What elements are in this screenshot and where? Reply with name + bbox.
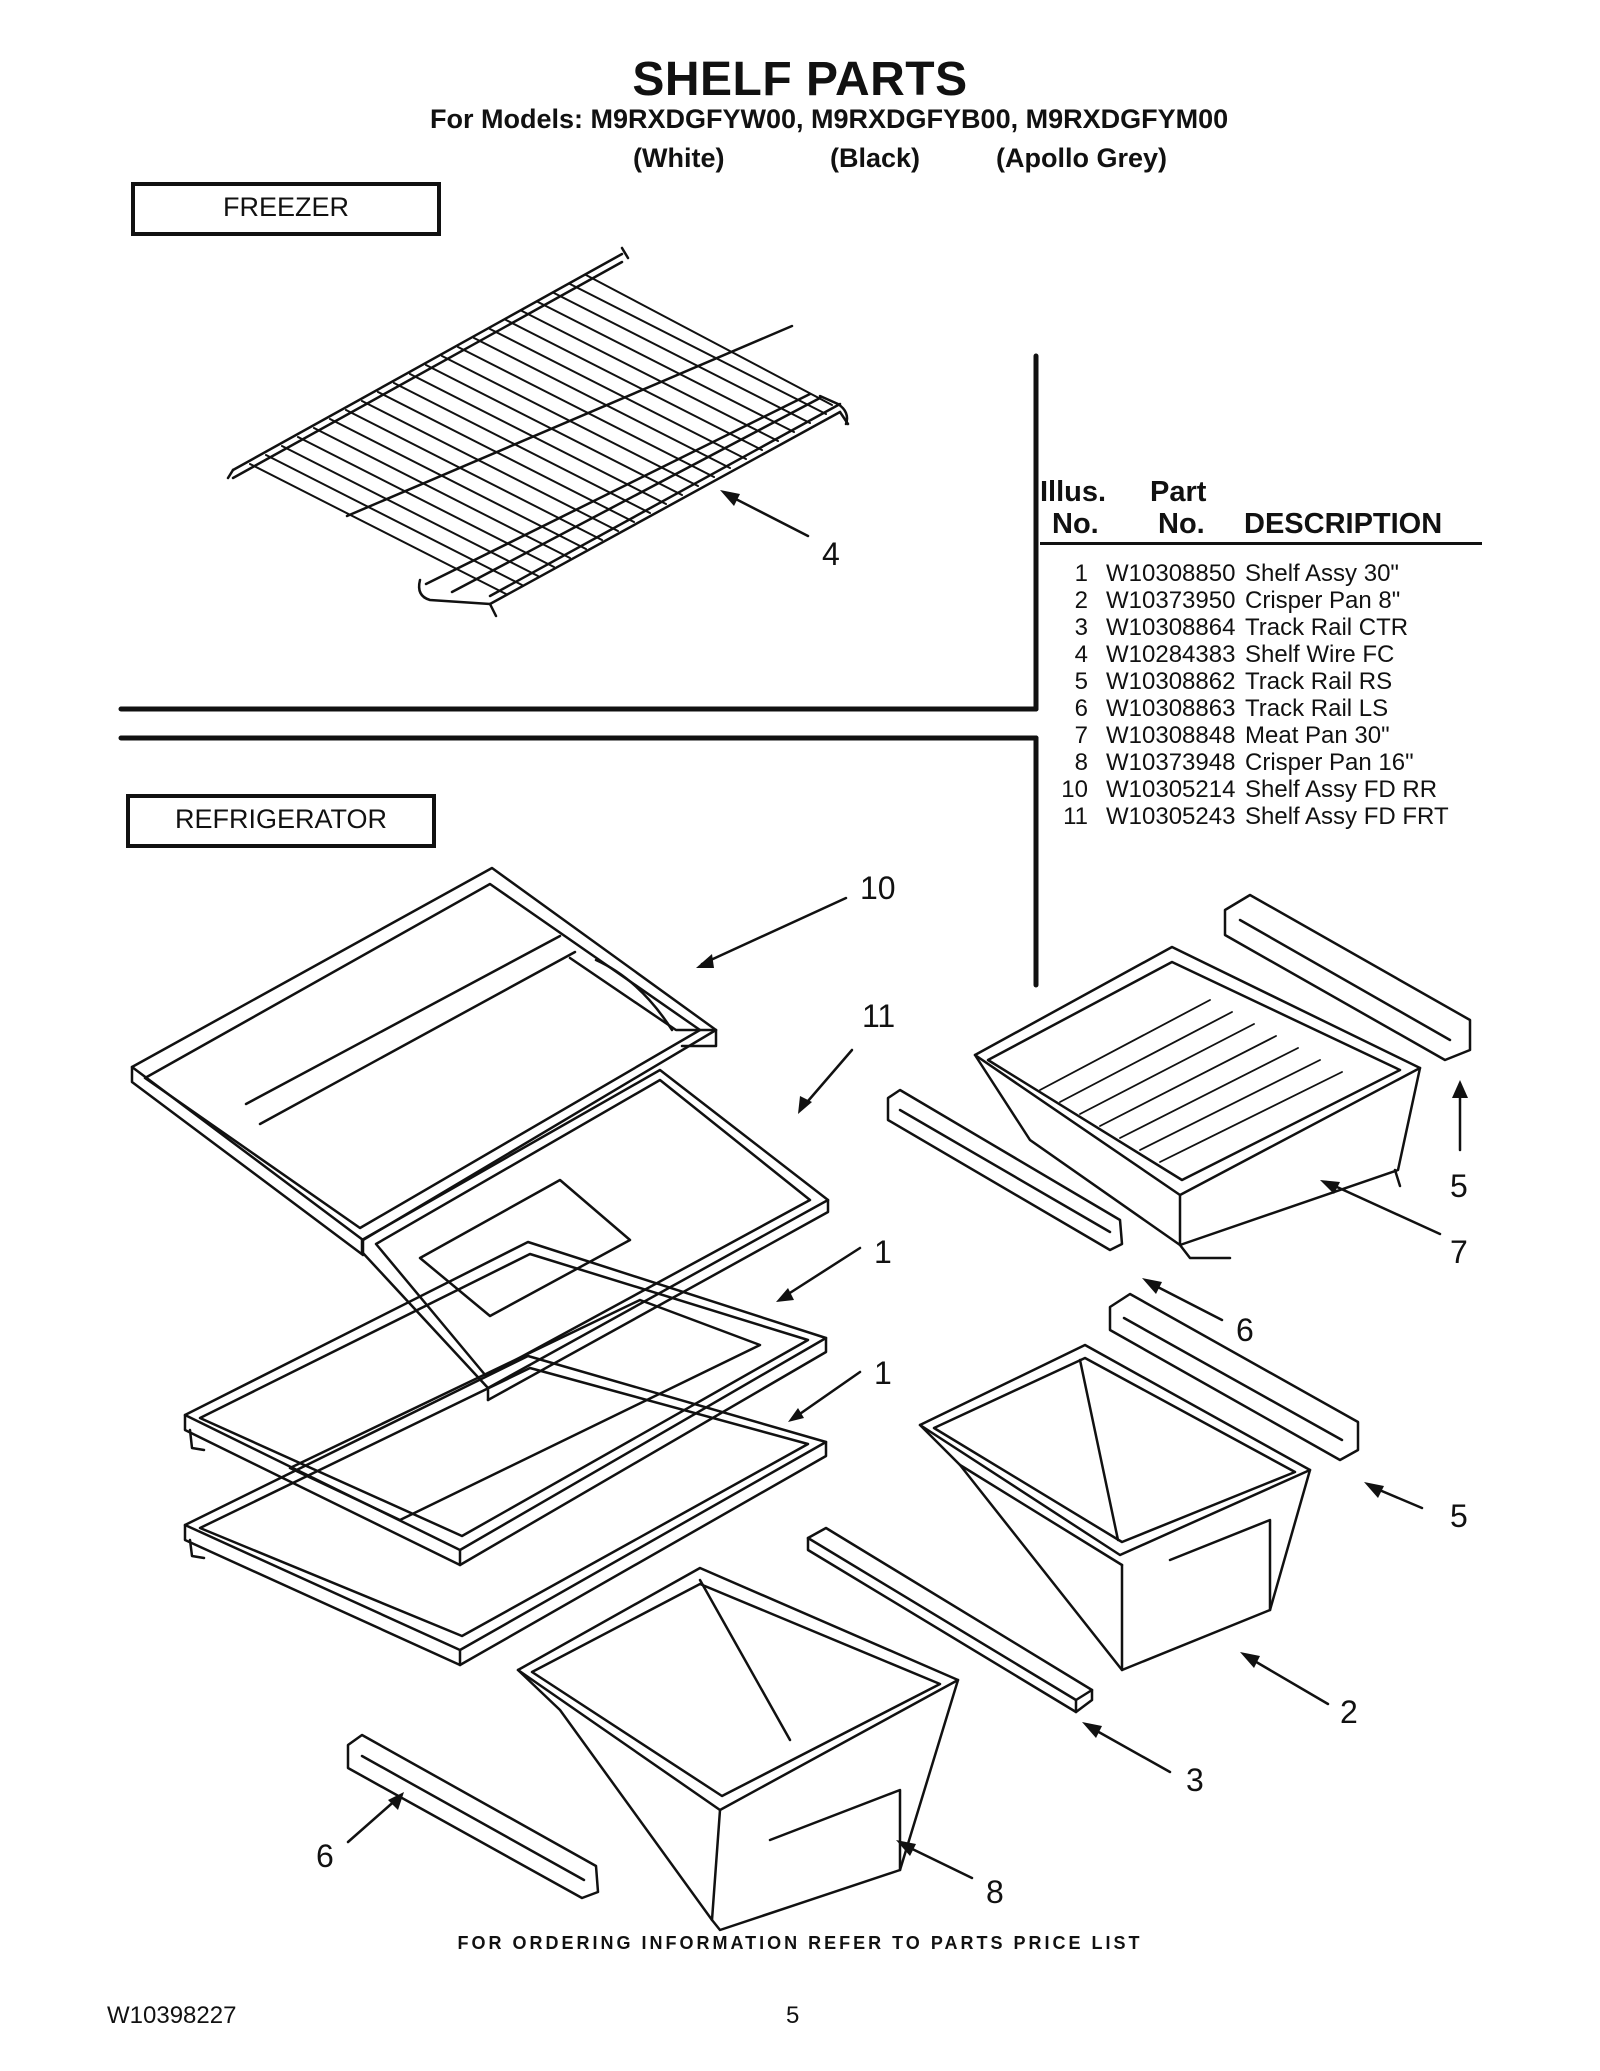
section-dividers xyxy=(118,353,1039,988)
callout-6-upper: 6 xyxy=(1236,1312,1254,1348)
illus-no-header-line2: No. xyxy=(1052,508,1099,540)
table-header-rule xyxy=(1040,542,1482,545)
callout-8: 8 xyxy=(986,1874,1004,1910)
part-no: W10308863 xyxy=(1106,695,1236,722)
model-list: For Models: M9RXDGFYW00, M9RXDGFYB00, M9… xyxy=(430,104,1229,134)
callout-5-upper: 5 xyxy=(1450,1168,1468,1204)
illus-no: 11 xyxy=(1063,803,1088,830)
part-no: W10308848 xyxy=(1106,722,1236,749)
part-no: W10373948 xyxy=(1106,749,1236,776)
illus-no-header-line1: Illus. xyxy=(1040,476,1107,508)
callout-7: 7 xyxy=(1450,1234,1468,1270)
crisper-pan-part-2 xyxy=(918,1343,1312,1672)
page-number: 5 xyxy=(786,2002,800,2029)
part-description: Track Rail LS xyxy=(1245,695,1389,722)
track-rail-part-6-upper xyxy=(886,1088,1124,1252)
part-no: W10373950 xyxy=(1106,587,1236,614)
part-description: Shelf Assy FD FRT xyxy=(1245,803,1449,830)
callout-6-lower: 6 xyxy=(316,1838,334,1874)
part-no: W10305243 xyxy=(1106,803,1236,830)
part-description: Track Rail RS xyxy=(1245,668,1393,695)
shelf-assy-part-10 xyxy=(130,866,718,1257)
crisper-pan-part-8 xyxy=(516,1566,960,1932)
illus-no: 6 xyxy=(1074,695,1088,722)
description-header: DESCRIPTION xyxy=(1244,508,1443,540)
meat-pan-part-7 xyxy=(973,945,1422,1260)
page-title: SHELF PARTS xyxy=(632,53,968,106)
refrigerator-section-label: REFRIGERATOR xyxy=(126,794,436,848)
track-rail-part-3 xyxy=(806,1526,1094,1714)
callout-1-upper: 1 xyxy=(874,1234,892,1270)
track-rail-part-5-lower xyxy=(1108,1292,1360,1462)
leader-lines xyxy=(346,492,1462,1880)
callout-4: 4 xyxy=(822,536,840,572)
part-no-header-line1: Part xyxy=(1150,476,1207,508)
variant-apollo-grey: (Apollo Grey) xyxy=(996,143,1168,173)
illus-no: 4 xyxy=(1074,641,1088,668)
shelf-assy-part-1-upper xyxy=(183,1240,828,1567)
track-rail-part-5-upper xyxy=(1223,893,1472,1062)
part-description: Shelf Assy 30" xyxy=(1245,560,1399,587)
freezer-section-label: FREEZER xyxy=(131,182,441,236)
part-description: Crisper Pan 16" xyxy=(1245,749,1414,776)
part-no: W10305214 xyxy=(1106,776,1236,803)
illus-no: 5 xyxy=(1074,668,1088,695)
callout-10: 10 xyxy=(860,870,896,906)
ordering-note: FOR ORDERING INFORMATION REFER TO PARTS … xyxy=(457,1933,1143,1953)
shelf-assy-part-11 xyxy=(360,1068,830,1402)
illus-no: 8 xyxy=(1074,749,1088,776)
track-rail-part-6-lower xyxy=(346,1733,600,1900)
illus-no: 2 xyxy=(1074,587,1088,614)
callout-11: 11 xyxy=(862,998,896,1034)
illus-no: 1 xyxy=(1074,560,1088,587)
wire-shelf-part-4 xyxy=(226,246,850,618)
part-no: W10308850 xyxy=(1106,560,1236,587)
callout-2: 2 xyxy=(1340,1694,1358,1730)
callout-1-lower: 1 xyxy=(874,1355,892,1391)
part-no: W10284383 xyxy=(1106,641,1236,668)
document-number: W10398227 xyxy=(107,2002,237,2029)
part-description: Crisper Pan 8" xyxy=(1245,587,1401,614)
variant-black: (Black) xyxy=(830,143,921,173)
part-no: W10308862 xyxy=(1106,668,1236,695)
illus-no: 3 xyxy=(1074,614,1088,641)
illus-no: 10 xyxy=(1061,776,1088,803)
arrowheads xyxy=(388,490,1468,1856)
part-no-header-line2: No. xyxy=(1158,508,1205,540)
callout-5-lower: 5 xyxy=(1450,1498,1468,1534)
callout-3: 3 xyxy=(1186,1762,1204,1798)
illus-no: 7 xyxy=(1074,722,1088,749)
part-no: W10308864 xyxy=(1106,614,1236,641)
part-description: Shelf Assy FD RR xyxy=(1245,776,1438,803)
part-description: Meat Pan 30" xyxy=(1245,722,1390,749)
part-description: Track Rail CTR xyxy=(1245,614,1409,641)
shelf-assy-part-1-lower xyxy=(183,1354,828,1667)
part-description: Shelf Wire FC xyxy=(1245,641,1395,668)
variant-white: (White) xyxy=(633,143,725,173)
